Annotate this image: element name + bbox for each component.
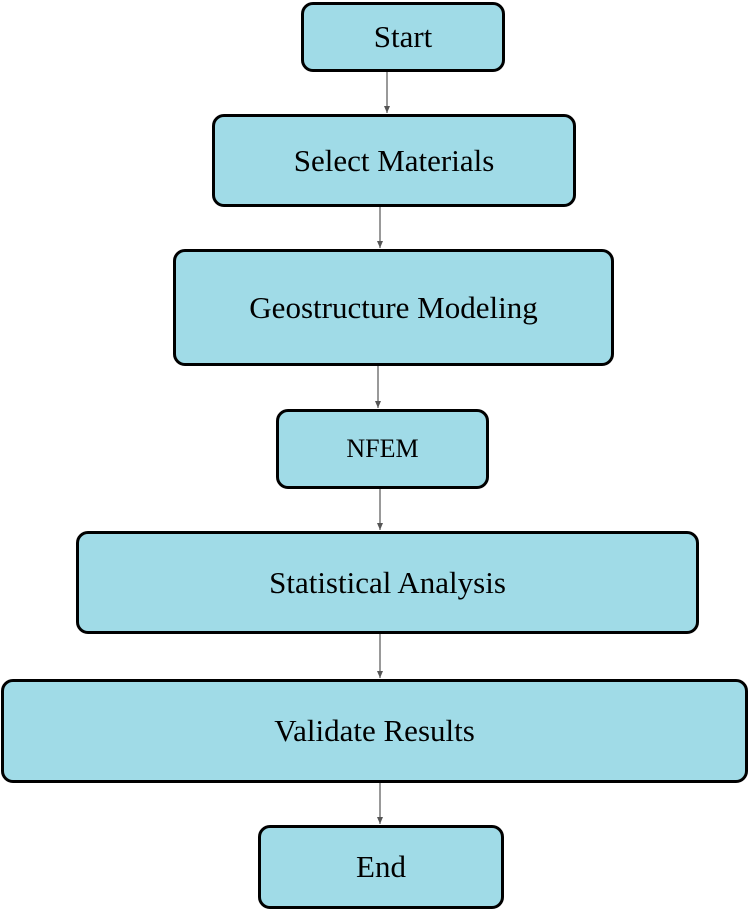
node-start: Start [301, 2, 505, 72]
node-geostructure-modeling-label: Geostructure Modeling [249, 289, 538, 325]
node-end-label: End [356, 849, 406, 884]
node-start-label: Start [373, 19, 433, 54]
node-validate-results: Validate Results [1, 679, 748, 783]
node-statistical-analysis-label: Statistical Analysis [269, 564, 506, 600]
node-statistical-analysis: Statistical Analysis [76, 531, 699, 634]
node-end: End [258, 825, 504, 909]
node-nfem-label: NFEM [346, 434, 419, 463]
node-validate-results-label: Validate Results [274, 713, 475, 748]
node-nfem: NFEM [276, 409, 489, 489]
node-select-materials: Select Materials [212, 114, 576, 207]
node-select-materials-label: Select Materials [293, 142, 495, 178]
node-geostructure-modeling: Geostructure Modeling [173, 249, 614, 366]
